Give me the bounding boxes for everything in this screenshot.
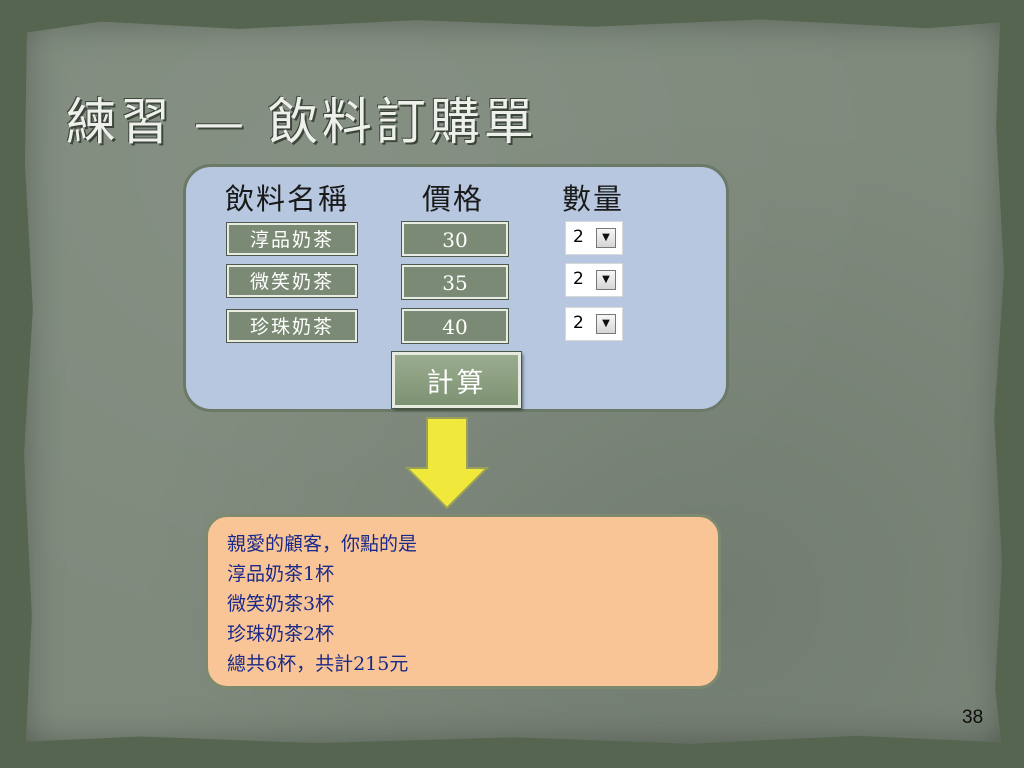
page-title: 練習 — 飲料訂購單 bbox=[66, 93, 538, 151]
header-drink-name: 飲料名稱 bbox=[225, 182, 350, 216]
result-line-item: 淳品奶茶1杯 bbox=[227, 563, 335, 585]
quantity-value: 2 bbox=[573, 269, 584, 289]
result-message: 親愛的顧客，你點的是 淳品奶茶1杯 微笑奶茶3杯 珍珠奶茶2杯 總共6杯，共計2… bbox=[227, 529, 417, 679]
header-price: 價格 bbox=[422, 182, 485, 216]
quantity-value: 2 bbox=[573, 313, 584, 333]
chevron-down-icon[interactable]: ▼ bbox=[596, 270, 616, 290]
quantity-value: 2 bbox=[573, 227, 584, 247]
chevron-down-icon[interactable]: ▼ bbox=[596, 228, 616, 248]
drink-name-label: 淳品奶茶 bbox=[226, 222, 358, 256]
price-field: 35 bbox=[401, 264, 509, 300]
chevron-down-icon[interactable]: ▼ bbox=[596, 314, 616, 334]
price-field: 30 bbox=[401, 221, 509, 257]
result-line-total: 總共6杯，共計215元 bbox=[227, 653, 409, 675]
arrow-down-icon bbox=[404, 417, 489, 510]
quantity-select[interactable]: 2 ▼ bbox=[565, 221, 623, 255]
result-panel bbox=[205, 514, 721, 689]
header-quantity: 數量 bbox=[562, 182, 625, 216]
drink-name-label: 珍珠奶茶 bbox=[226, 309, 358, 343]
result-line-item: 微笑奶茶3杯 bbox=[227, 593, 335, 615]
result-line-item: 珍珠奶茶2杯 bbox=[227, 623, 335, 645]
drink-name-label: 微笑奶茶 bbox=[226, 264, 358, 298]
quantity-select[interactable]: 2 ▼ bbox=[565, 263, 623, 297]
price-field: 40 bbox=[401, 308, 509, 344]
result-line-greeting: 親愛的顧客，你點的是 bbox=[227, 533, 418, 555]
page-number: 38 bbox=[962, 707, 984, 728]
quantity-select[interactable]: 2 ▼ bbox=[565, 307, 623, 341]
calculate-button[interactable]: 計算 bbox=[391, 351, 522, 409]
